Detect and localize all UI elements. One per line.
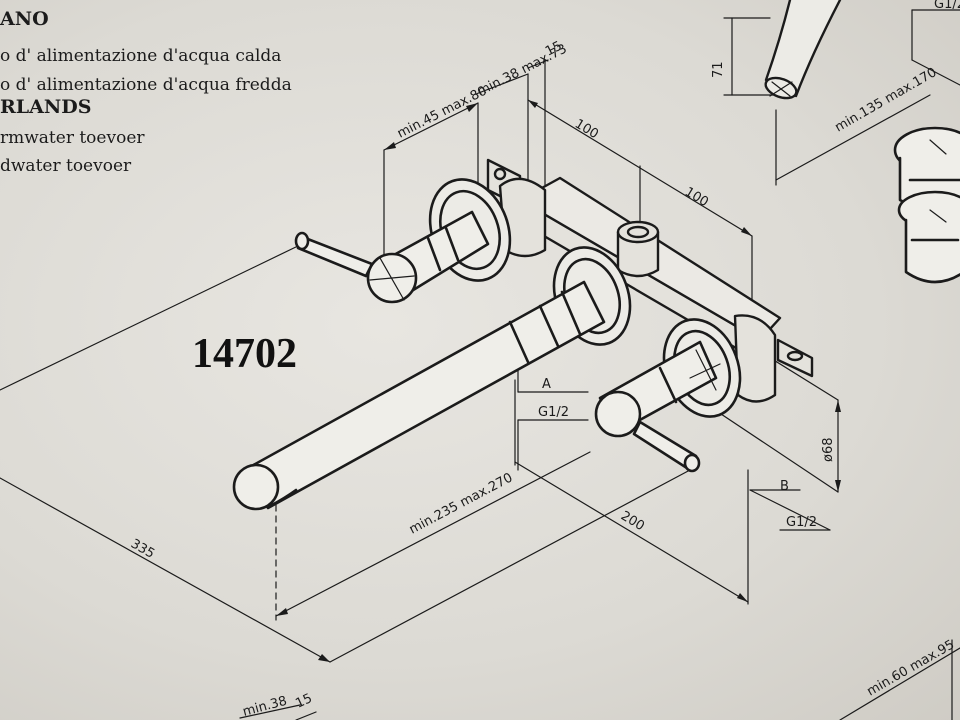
legend-heading-italian: ANO xyxy=(0,8,49,30)
left-valve-handle xyxy=(294,210,490,304)
label-min60-max95: min.60 max.95 xyxy=(865,637,958,699)
label-bottom-15: 15 xyxy=(293,691,314,712)
label-200: 200 xyxy=(618,509,647,535)
label-15-top: 15 xyxy=(543,39,565,60)
label-min135-max170: min.135 max.170 xyxy=(833,65,940,135)
dimension-arrows xyxy=(276,100,841,662)
label-b: B xyxy=(780,479,789,494)
label-min45-max80: min.45 max.80 xyxy=(395,84,489,142)
detail-drain xyxy=(893,126,960,284)
dimension-lines xyxy=(0,9,960,720)
label-100-first: 100 xyxy=(572,117,601,143)
spout xyxy=(232,280,606,511)
label-71: 71 xyxy=(711,61,726,78)
right-valve-handle xyxy=(594,340,721,473)
legend-line-cold-supply-it: o d' alimentazione d'acqua fredda xyxy=(0,75,292,95)
legend-line-hot-supply-nl: rmwater toevoer xyxy=(0,128,145,148)
detail-hose xyxy=(764,0,842,100)
label-g12-a: G1/2 xyxy=(538,405,569,420)
label-o68: ø68 xyxy=(821,438,836,463)
model-number: 14702 xyxy=(192,331,297,377)
label-min235-max270: min.235 max.270 xyxy=(407,470,515,537)
label-bottom-min38: min.38 xyxy=(241,694,289,720)
legend-heading-dutch: RLANDS xyxy=(0,96,92,118)
legend-line-hot-supply-it: o d' alimentazione d'acqua calda xyxy=(0,46,282,66)
legend-line-cold-supply-nl: dwater toevoer xyxy=(0,156,132,176)
valve-body xyxy=(486,158,814,403)
label-g12-top-right: G1/2 xyxy=(934,0,960,12)
label-100-second: 100 xyxy=(682,185,711,211)
label-g12-b: G1/2 xyxy=(786,515,817,530)
label-a: A xyxy=(542,377,551,392)
dimension-labels: min.45 max.80 min.38 max.73 15 100 100 7… xyxy=(128,0,960,720)
